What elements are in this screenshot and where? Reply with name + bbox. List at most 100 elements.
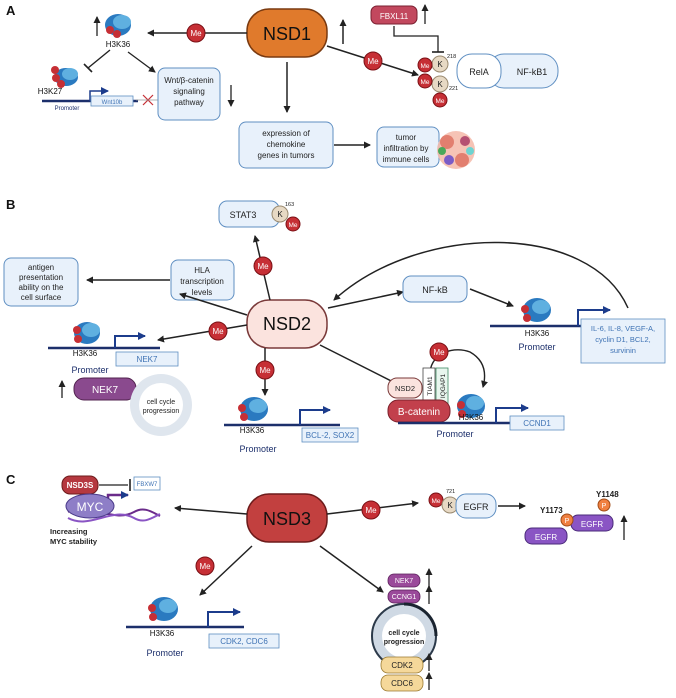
nucleosome-h3k36-bcl2	[238, 397, 268, 421]
antigen-line-2: presentation	[19, 273, 63, 282]
nfkb-label: NF-kB	[422, 285, 448, 295]
me-label: Me	[420, 79, 429, 86]
phospho-marker: P	[560, 513, 574, 527]
myc-label: MYC	[77, 500, 104, 514]
h3k36-label: H3K36	[106, 40, 131, 49]
arrow-nsd2-to-hla	[179, 292, 248, 316]
me-marker: Me	[255, 360, 275, 380]
wnt-line-2: signaling	[173, 87, 205, 96]
phospho-marker: P	[597, 498, 611, 512]
me-label: Me	[420, 63, 429, 70]
cdk2-cdc6-label: CDK2, CDC6	[220, 637, 268, 646]
k-label: K	[447, 501, 453, 510]
me-marker: Me	[253, 256, 273, 276]
nfkb1-label: NF-kB1	[517, 67, 548, 77]
nfkb-targets-box	[580, 318, 666, 364]
myc-note-line-2: MYC stability	[50, 537, 98, 546]
panel-c: C NSD3 NSD3S FBXW7 MYC Increasing MYC st…	[6, 472, 628, 692]
nsd2-node	[246, 299, 328, 349]
fbxw7-node	[133, 476, 161, 491]
cell-cycle-wheel-c	[371, 602, 438, 669]
tss-arrow-a	[89, 87, 109, 101]
nfkb-node	[402, 275, 468, 303]
tiam1-label: TIAM1	[427, 376, 434, 396]
nsd3-node	[246, 493, 328, 543]
promoter-label-cdk2: Promoter	[146, 648, 183, 658]
me-label: Me	[435, 98, 444, 105]
tumor-line-2: infiltration by	[384, 144, 429, 153]
fbxl11-label: FBXL11	[380, 12, 409, 21]
h3k36-label: H3K36	[150, 629, 175, 638]
panel-a: A NSD1 Me H3K36	[6, 3, 559, 169]
arrow-nsd3-to-cdk2	[199, 545, 253, 596]
hla-line-1: HLA	[194, 266, 210, 275]
panel-b: B NSD2 STAT3 K 163 Me Me HLA transcripti…	[3, 197, 666, 454]
ccnd1-gene-box	[509, 415, 565, 431]
me-marker: Me	[428, 492, 444, 508]
egfr-dimer-right-label: EGFR	[581, 520, 603, 529]
me-marker: Me	[363, 51, 383, 71]
egfr-label: EGFR	[463, 502, 489, 512]
nsd2-small-label: NSD2	[395, 384, 415, 393]
cdc6-label: CDC6	[391, 679, 413, 688]
nsd1-label: NSD1	[263, 24, 311, 44]
nfkb-targets-line-2: cyclin D1, BCL2,	[595, 335, 650, 344]
nsd2-label: NSD2	[263, 314, 311, 334]
wnt10b-label: Wnt10b	[102, 100, 123, 106]
cell-cycle-c-line-2: progression	[384, 639, 424, 646]
dna-helix-2	[67, 513, 161, 523]
hla-box	[170, 259, 235, 301]
tss-arrow-bcl2	[299, 406, 331, 425]
ccng1-label: CCNG1	[392, 594, 417, 601]
site-163: 163	[285, 202, 294, 208]
panel-letter-c: C	[6, 472, 16, 487]
lysine-163: K	[271, 205, 289, 223]
site-221: 221	[449, 86, 458, 92]
inhibit-bar	[83, 63, 93, 73]
me-marker: Me	[417, 57, 433, 73]
y1148-label: Y1148	[596, 490, 619, 499]
myc-note-line-1: Increasing	[50, 527, 88, 536]
tss-arrow-nek7	[114, 332, 146, 348]
hla-line-3: levels	[192, 288, 212, 297]
egfr-dimer-left	[524, 527, 568, 545]
lysine-221: K	[431, 75, 449, 93]
nsd3s-label: NSD3S	[67, 481, 94, 490]
antigen-line-4: cell surface	[21, 293, 62, 302]
chemokine-box	[238, 121, 334, 169]
nucleosome-h3k27	[51, 66, 78, 88]
nek7-gene-box	[115, 351, 179, 367]
fbxw7-label: FBXW7	[137, 482, 158, 488]
wnt-line-1: Wnt/β-catenin	[164, 76, 214, 85]
antigen-box	[3, 257, 79, 307]
me-marker: Me	[417, 73, 433, 89]
panel-letter-b: B	[6, 197, 15, 212]
h3k36-label: H3K36	[73, 349, 98, 358]
arrow-nsd2-to-nfkb	[327, 289, 404, 309]
fbxl11-inhibit-line	[393, 26, 439, 52]
tss-arrow-ccnd1	[495, 404, 529, 423]
p-label: P	[602, 503, 607, 510]
cdk2-cdc6-gene-box	[208, 633, 280, 649]
promoter-label-nfkb: Promoter	[518, 342, 555, 352]
antigen-line-1: antigen	[28, 263, 54, 272]
h3k27-label: H3K27	[38, 87, 63, 96]
me-label: Me	[259, 366, 271, 375]
feedback-arrow-to-nsd2	[333, 241, 629, 309]
arrow-nsd3-to-cellcycle	[319, 545, 384, 593]
cell-cycle-c-line-1: cell cycle	[388, 630, 419, 637]
nucleosome-h3k36-nfkb	[521, 298, 551, 322]
h3k36-label: H3K36	[459, 413, 484, 422]
chemokine-line-2: chemokine	[267, 140, 306, 149]
blocked-mark	[136, 94, 158, 106]
cell-cycle-line-1: cell cycle	[147, 399, 176, 406]
promoter-label-ccnd1: Promoter	[436, 429, 473, 439]
tss-arrow-nfkb	[577, 306, 611, 326]
cdk2-node	[380, 656, 424, 674]
cdk2-label: CDK2	[391, 661, 413, 670]
bcl2-sox2-gene-box	[301, 427, 359, 443]
cdc6-node	[380, 674, 424, 692]
nek7-protein-label: NEK7	[92, 385, 119, 396]
nfkb-targets-line-3: survinin	[610, 346, 636, 355]
